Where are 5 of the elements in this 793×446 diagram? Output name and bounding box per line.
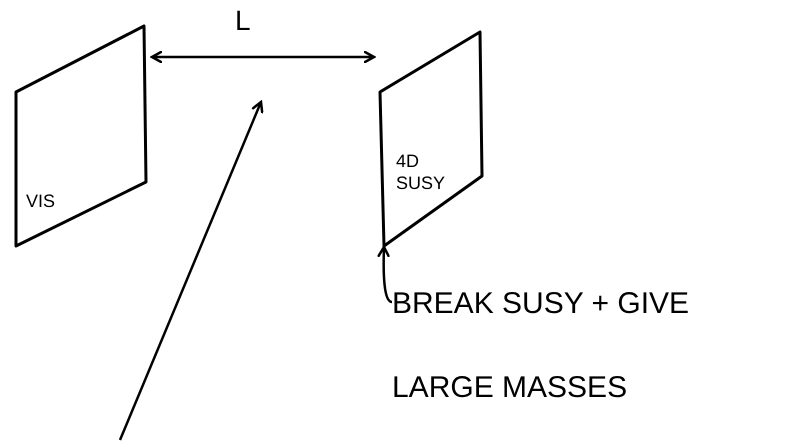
brane-label: VIS	[26, 190, 56, 212]
brane-label: 4D SUSY	[396, 150, 446, 194]
arrow	[150, 50, 376, 64]
note-text: BREAK SUSY + GIVE LARGE MASSES	[392, 286, 690, 406]
arrow	[378, 246, 392, 304]
